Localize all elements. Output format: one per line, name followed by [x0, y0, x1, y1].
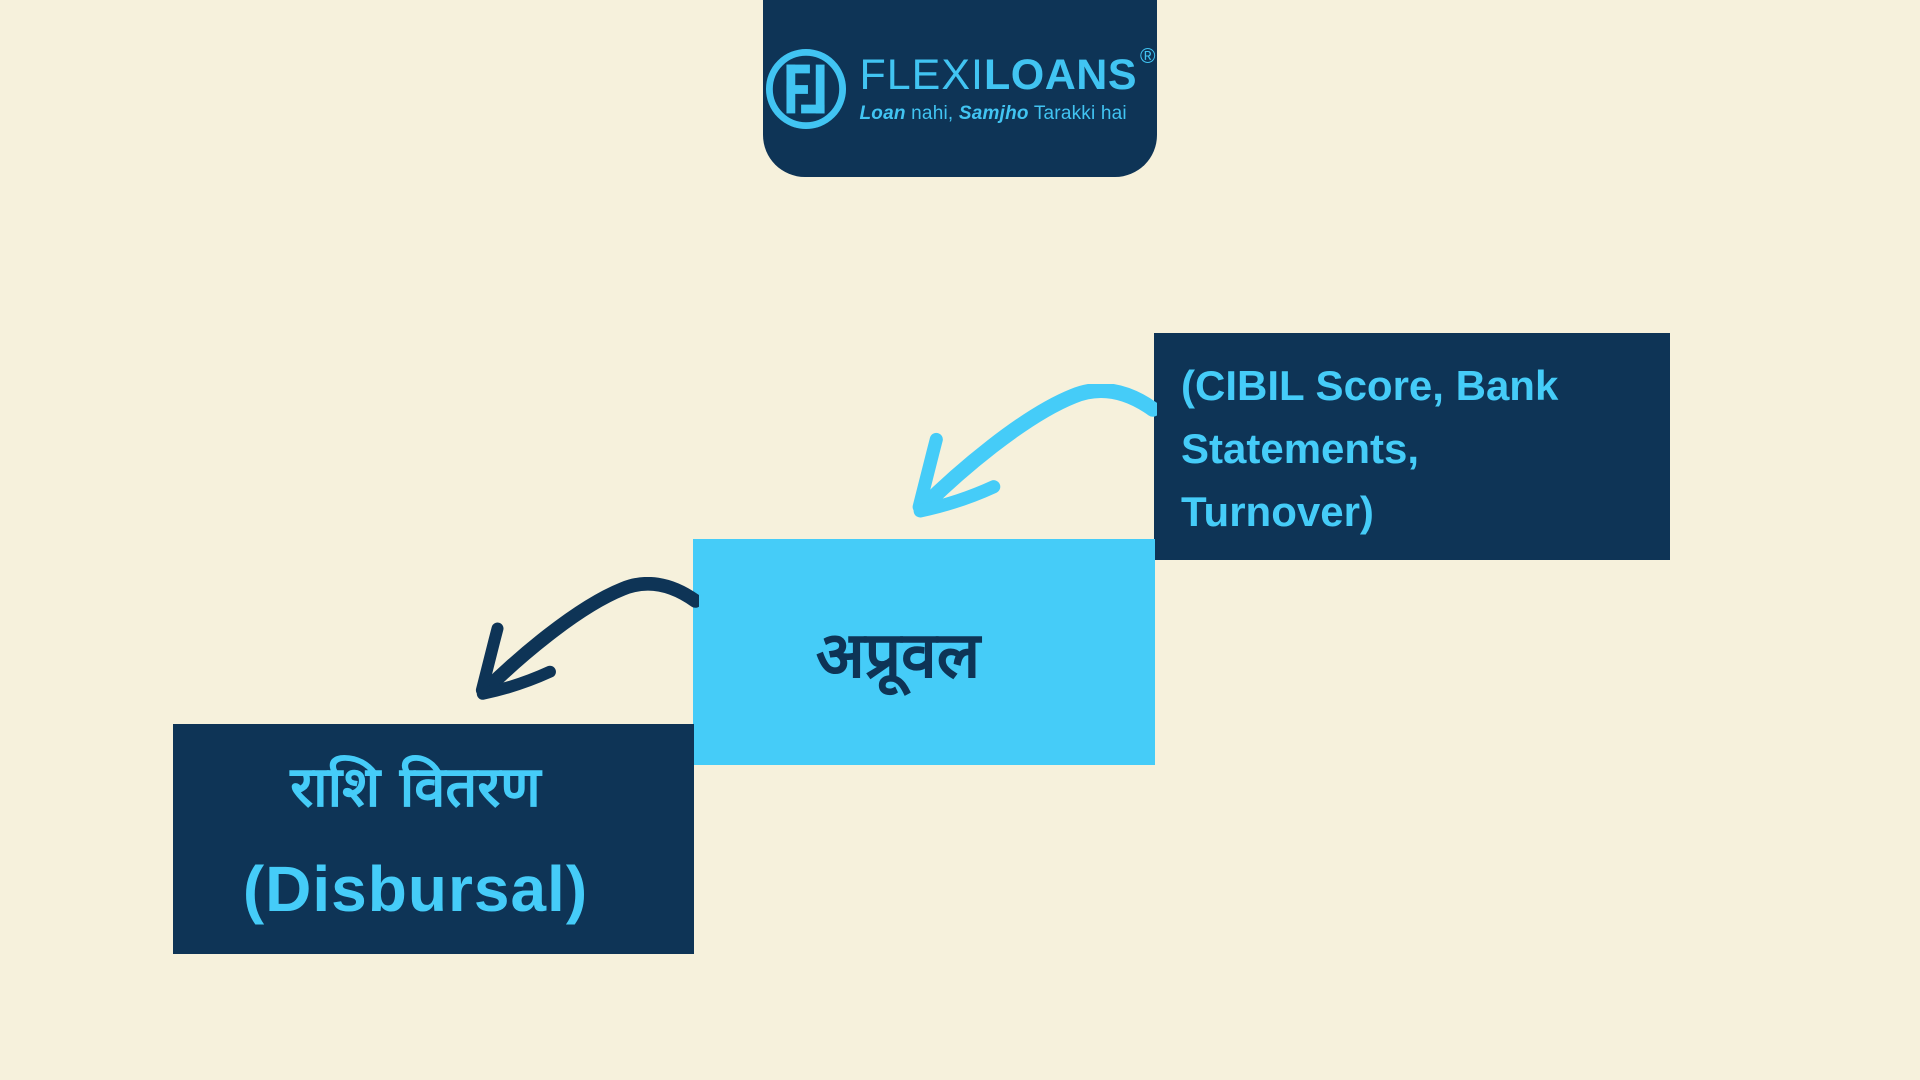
brand-tagline: Loan nahi, Samjho Tarakki hai [860, 104, 1156, 123]
tagline-loan: Loan [859, 103, 906, 124]
registered-trademark-icon: ® [1140, 45, 1156, 68]
disbursal-label-hindi: राशि वितरण [290, 755, 541, 820]
tagline-tarakki-hai: Tarakki hai [1028, 103, 1127, 124]
disbursal-label-english: (Disbursal) [242, 853, 589, 925]
criteria-box: (CIBIL Score, Bank Statements, Turnover) [1154, 333, 1670, 560]
disbursal-box: राशि वितरण (Disbursal) [173, 724, 694, 954]
brand-loans: LOANS [984, 51, 1137, 99]
approval-label: अप्रूवल [815, 618, 981, 693]
fl-monogram-icon [765, 48, 846, 129]
criteria-line-3: Turnover) [1181, 488, 1374, 535]
criteria-line-1: (CIBIL Score, Bank [1181, 362, 1559, 409]
criteria-line-2: Statements, [1181, 425, 1420, 472]
curved-arrow-approval-to-disbursal-icon [475, 577, 699, 700]
tagline-nahi: nahi, [905, 103, 959, 124]
approval-box: अप्रूवल [693, 539, 1155, 765]
brand-flexi: FLEXI [859, 51, 984, 99]
tagline-samjho: Samjho [958, 103, 1029, 124]
curved-arrow-criteria-to-approval-icon [912, 384, 1157, 518]
